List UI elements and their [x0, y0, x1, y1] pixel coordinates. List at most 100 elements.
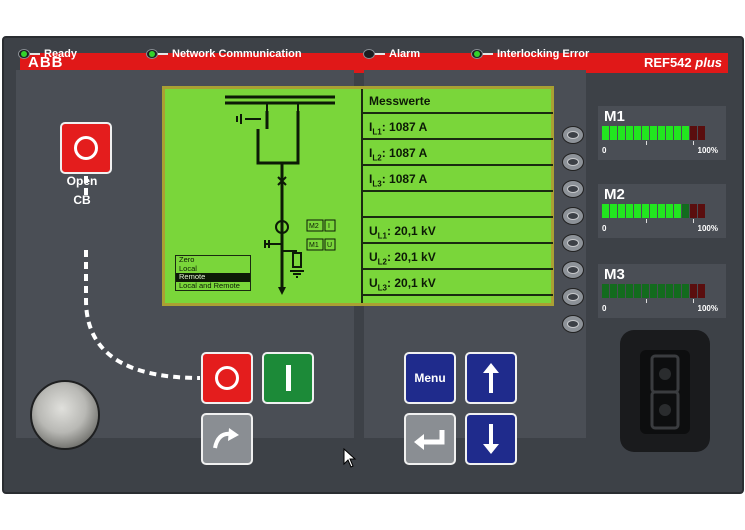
enter-icon	[414, 430, 445, 450]
led-network-communication: Network Communication	[146, 47, 302, 61]
tag-i: I	[328, 223, 330, 230]
meter-cell	[634, 284, 641, 298]
lcd-row: UL2: 20,1 kV	[363, 245, 553, 270]
meter-cell	[666, 204, 673, 218]
meter-cell	[690, 126, 697, 140]
control-mode-list[interactable]: Zero Local Remote Local and Remote	[175, 255, 251, 291]
meter-cell	[690, 204, 697, 218]
led-alarm: Alarm	[363, 47, 420, 61]
meter-cell	[682, 204, 689, 218]
meter-cell	[650, 204, 657, 218]
meter-cell	[674, 204, 681, 218]
meter-cell	[642, 284, 649, 298]
meter-cell	[666, 126, 673, 140]
meter-bar	[602, 126, 705, 140]
meter-cell	[618, 126, 625, 140]
meter-cell	[682, 126, 689, 140]
lcd-title: Messwerte	[363, 89, 553, 114]
meter-cell	[602, 126, 609, 140]
close-button[interactable]	[262, 352, 314, 404]
lcd-row-select-knob[interactable]	[562, 315, 584, 333]
up-button[interactable]	[465, 352, 517, 404]
meter-name: M2	[604, 186, 625, 203]
bar-icon	[285, 365, 291, 391]
lcd-row: IL1: 1087 A	[363, 115, 553, 140]
lcd-row-select-knob[interactable]	[562, 288, 584, 306]
led-bulb	[471, 49, 483, 59]
led-label: Ready	[44, 48, 78, 60]
meter-cell	[658, 284, 665, 298]
single-line-diagram: M2 I M1 U	[225, 95, 336, 295]
meter-cell	[602, 204, 609, 218]
meter-cell	[650, 126, 657, 140]
open-cb-label: Open CB	[66, 174, 98, 207]
ring-icon	[74, 136, 98, 160]
optical-port-connector	[620, 330, 710, 452]
measurement-table: Messwerte IL1: 1087 A IL2: 1087 A IL3: 1…	[361, 89, 553, 303]
lcd-row-select-knob[interactable]	[562, 126, 584, 144]
meter-cell	[626, 204, 633, 218]
lcd-row-empty	[363, 193, 553, 218]
arrow-up-icon	[483, 363, 499, 393]
meter-m3: M3 0 100%	[598, 264, 726, 318]
meter-cell	[642, 204, 649, 218]
meter-cell	[698, 284, 705, 298]
control-mode-item[interactable]: Local and Remote	[179, 280, 240, 290]
control-mode-item[interactable]: Zero	[179, 255, 195, 264]
down-button[interactable]	[465, 413, 517, 465]
meter-bar	[602, 284, 705, 298]
led-bulb	[146, 49, 158, 59]
meter-cell	[658, 126, 665, 140]
enter-button[interactable]	[404, 413, 456, 465]
meter-cell	[690, 284, 697, 298]
open-button[interactable]	[201, 352, 253, 404]
meter-cell	[626, 126, 633, 140]
lcd-row: UL1: 20,1 kV	[363, 219, 553, 244]
title-bar: ABB REF542 plus	[20, 53, 728, 73]
meter-cell	[602, 284, 609, 298]
meter-cell	[650, 284, 657, 298]
open-cb-button[interactable]	[60, 122, 112, 174]
meter-cell	[610, 284, 617, 298]
model-name: REF542 plus	[643, 55, 722, 70]
rotate-button[interactable]	[201, 413, 253, 465]
meter-cell	[618, 204, 625, 218]
rotate-arrow-icon	[213, 428, 239, 449]
lcd-row-select-knob[interactable]	[562, 153, 584, 171]
brand-logo: ABB	[28, 54, 64, 71]
led-label: Network Communication	[172, 48, 302, 60]
led-bulb	[18, 49, 30, 59]
led-ready: Ready	[18, 47, 77, 61]
control-mode-item[interactable]: Local	[179, 263, 197, 273]
lcd-row-select-knob[interactable]	[562, 180, 584, 198]
led-interlocking-error: Interlocking Error	[471, 47, 589, 61]
lcd-row-select-knob[interactable]	[562, 261, 584, 279]
lcd-row: UL3: 20,1 kV	[363, 271, 553, 296]
tag-m1: M1	[309, 242, 319, 249]
meter-cell	[618, 284, 625, 298]
lcd-row-select-knob[interactable]	[562, 234, 584, 252]
control-mode-item-selected[interactable]: Remote	[176, 272, 250, 282]
meter-m1: M1 0 100%	[598, 106, 726, 160]
meter-min: 0	[602, 224, 607, 233]
led-label: Interlocking Error	[497, 48, 590, 60]
meter-cell	[642, 126, 649, 140]
meter-cell	[658, 204, 665, 218]
meter-bar	[602, 204, 705, 218]
tag-m2: M2	[309, 223, 319, 230]
meter-cell	[634, 204, 641, 218]
meter-max: 100%	[697, 146, 718, 155]
lcd-display: M2 I M1 U Zero Local Remote Local and Re…	[162, 86, 554, 306]
meter-max: 100%	[697, 304, 718, 313]
meter-cell	[698, 204, 705, 218]
menu-label: Menu	[414, 371, 446, 385]
round-push-button[interactable]	[30, 380, 100, 450]
meter-m2: M2 0 100%	[598, 184, 726, 238]
lcd-row-select-knob[interactable]	[562, 207, 584, 225]
meter-name: M1	[604, 108, 625, 125]
meter-cell	[674, 126, 681, 140]
arrow-down-icon	[483, 424, 499, 454]
menu-button[interactable]: Menu	[404, 352, 456, 404]
meter-max: 100%	[697, 224, 718, 233]
